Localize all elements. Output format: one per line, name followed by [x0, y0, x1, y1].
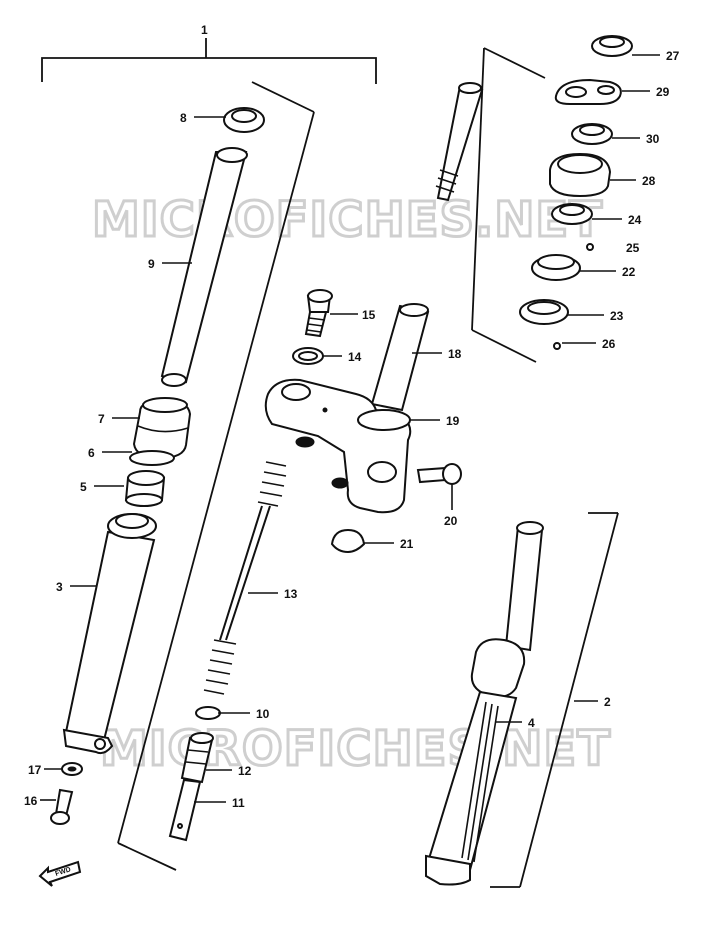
part-8-oil-seal [223, 107, 265, 133]
svg-text:3: 3 [56, 580, 63, 594]
callout-2: 2 [574, 695, 611, 709]
svg-text:30: 30 [646, 132, 660, 146]
callout-16: 16 [24, 794, 56, 808]
part-18-steering-stem [370, 82, 484, 412]
callout-5: 5 [80, 480, 124, 494]
svg-text:25: 25 [626, 241, 640, 255]
callout-1: 1 [201, 23, 208, 37]
callout-6: 6 [88, 446, 132, 460]
callout-17: 17 [28, 763, 62, 777]
svg-text:18: 18 [448, 347, 462, 361]
part-6-clip [129, 450, 175, 466]
svg-text:21: 21 [400, 537, 414, 551]
svg-text:13: 13 [284, 587, 298, 601]
callout-18: 18 [412, 347, 462, 361]
svg-text:2: 2 [604, 695, 611, 709]
callout-13: 13 [248, 587, 298, 601]
callout-21: 21 [364, 537, 414, 551]
part-3-outer-tube [62, 513, 157, 755]
svg-text:12: 12 [238, 764, 252, 778]
assembly-1-bracket [41, 38, 377, 84]
part-11-damper-rod [168, 778, 202, 842]
callout-20: 20 [444, 484, 458, 528]
part-24-bearing-race [551, 203, 593, 225]
part-12-piston-ring [180, 732, 214, 784]
callouts: 1 2 3 4 5 6 7 8 9 [24, 23, 680, 810]
part-20-bolt [416, 463, 462, 485]
callout-22: 22 [580, 265, 636, 279]
part-25-ball [586, 243, 594, 251]
svg-text:28: 28 [642, 174, 656, 188]
callout-25: 25 [626, 241, 640, 255]
watermark-top: MICROFICHES.NET [92, 192, 603, 248]
part-7-dust-boot [132, 397, 192, 460]
part-21-cap [330, 528, 366, 554]
svg-text:26: 26 [602, 337, 616, 351]
left-assembly-frame [117, 81, 315, 871]
svg-text:23: 23 [610, 309, 624, 323]
svg-text:15: 15 [362, 308, 376, 322]
svg-text:6: 6 [88, 446, 95, 460]
callout-7: 7 [98, 412, 140, 426]
part-27-nut [591, 35, 633, 57]
part-9-inner-tube [160, 147, 248, 387]
part-4-slider [461, 701, 499, 863]
svg-text:1: 1 [201, 23, 208, 37]
callout-10: 10 [218, 707, 270, 721]
svg-text:22: 22 [622, 265, 636, 279]
callout-30: 30 [612, 132, 660, 146]
callout-28: 28 [610, 174, 656, 188]
part-16-bolt [50, 788, 74, 825]
svg-text:4: 4 [528, 716, 535, 730]
part-10-ring [195, 706, 221, 720]
forward-arrow-icon: FWD [38, 860, 82, 887]
part-26-ball [553, 342, 561, 350]
callout-24: 24 [592, 213, 642, 227]
svg-text:8: 8 [180, 111, 187, 125]
part-23-bearing-race [519, 299, 569, 325]
part-15-bolt [304, 289, 333, 338]
part-28-bearing-cup [549, 152, 612, 198]
part-13-spring [203, 461, 287, 695]
callout-15: 15 [330, 308, 376, 322]
part-14-washer [292, 347, 324, 365]
callout-12: 12 [206, 764, 252, 778]
right-assembly-frame [490, 512, 619, 888]
svg-text:7: 7 [98, 412, 105, 426]
svg-text:16: 16 [24, 794, 38, 808]
svg-text:14: 14 [348, 350, 362, 364]
svg-text:17: 17 [28, 763, 42, 777]
callout-19: 19 [410, 414, 460, 428]
callout-23: 23 [568, 309, 624, 323]
svg-text:5: 5 [80, 480, 87, 494]
svg-text:27: 27 [666, 49, 680, 63]
steering-stem-frame [471, 47, 546, 363]
svg-text:19: 19 [446, 414, 460, 428]
svg-text:29: 29 [656, 85, 670, 99]
svg-text:9: 9 [148, 257, 155, 271]
callout-29: 29 [622, 85, 670, 99]
callout-11: 11 [194, 796, 245, 810]
part-29-lock-washer [554, 78, 622, 105]
part-22-bearing-cup [531, 254, 581, 281]
part-19-lower-bracket [264, 378, 412, 514]
callout-26: 26 [562, 337, 616, 351]
part-5-bushing [124, 470, 166, 507]
callout-8: 8 [180, 111, 226, 125]
part-30-nut [571, 123, 613, 145]
part-2-fork-leg [425, 521, 544, 886]
svg-text:11: 11 [232, 796, 245, 810]
callout-14: 14 [322, 350, 362, 364]
forward-label: FWD [54, 866, 71, 878]
callout-3: 3 [56, 580, 96, 594]
callout-27: 27 [632, 49, 680, 63]
svg-text:24: 24 [628, 213, 642, 227]
callout-9: 9 [148, 257, 192, 271]
svg-text:20: 20 [444, 514, 458, 528]
svg-text:10: 10 [256, 707, 270, 721]
callout-4: 4 [496, 716, 535, 730]
part-17-washer [61, 762, 83, 776]
